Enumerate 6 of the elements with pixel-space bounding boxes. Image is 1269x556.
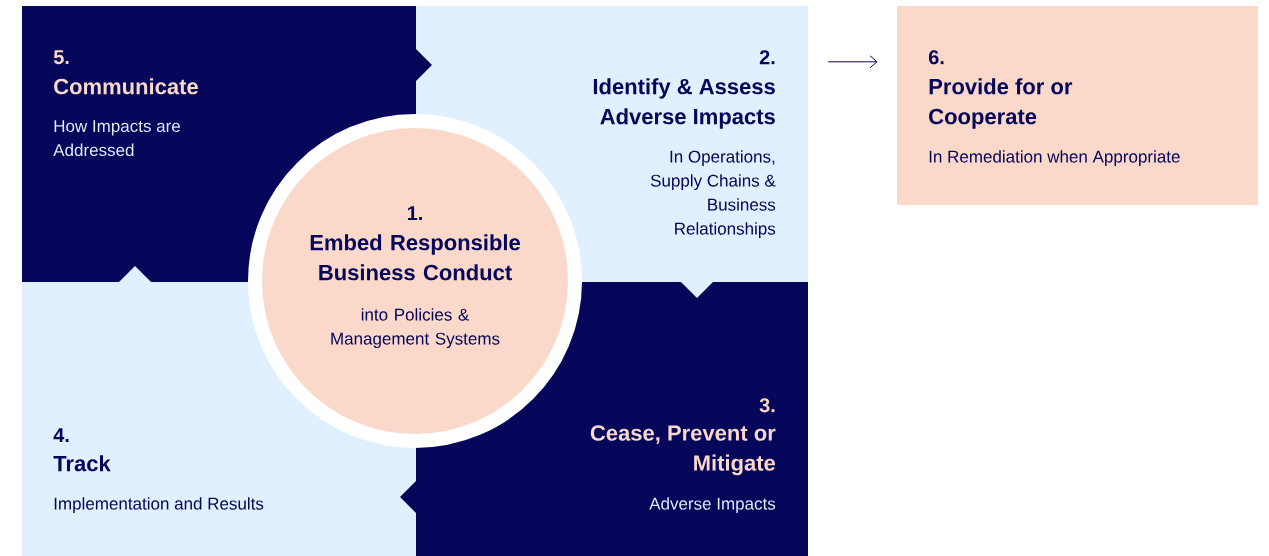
chevron xyxy=(119,266,151,282)
chevron xyxy=(416,49,432,81)
chevron xyxy=(400,481,416,513)
chevron xyxy=(681,282,713,298)
arrow xyxy=(827,55,878,69)
step-box: 6. Provide for or Cooperate In Remediation when Appropriate xyxy=(897,6,1258,205)
